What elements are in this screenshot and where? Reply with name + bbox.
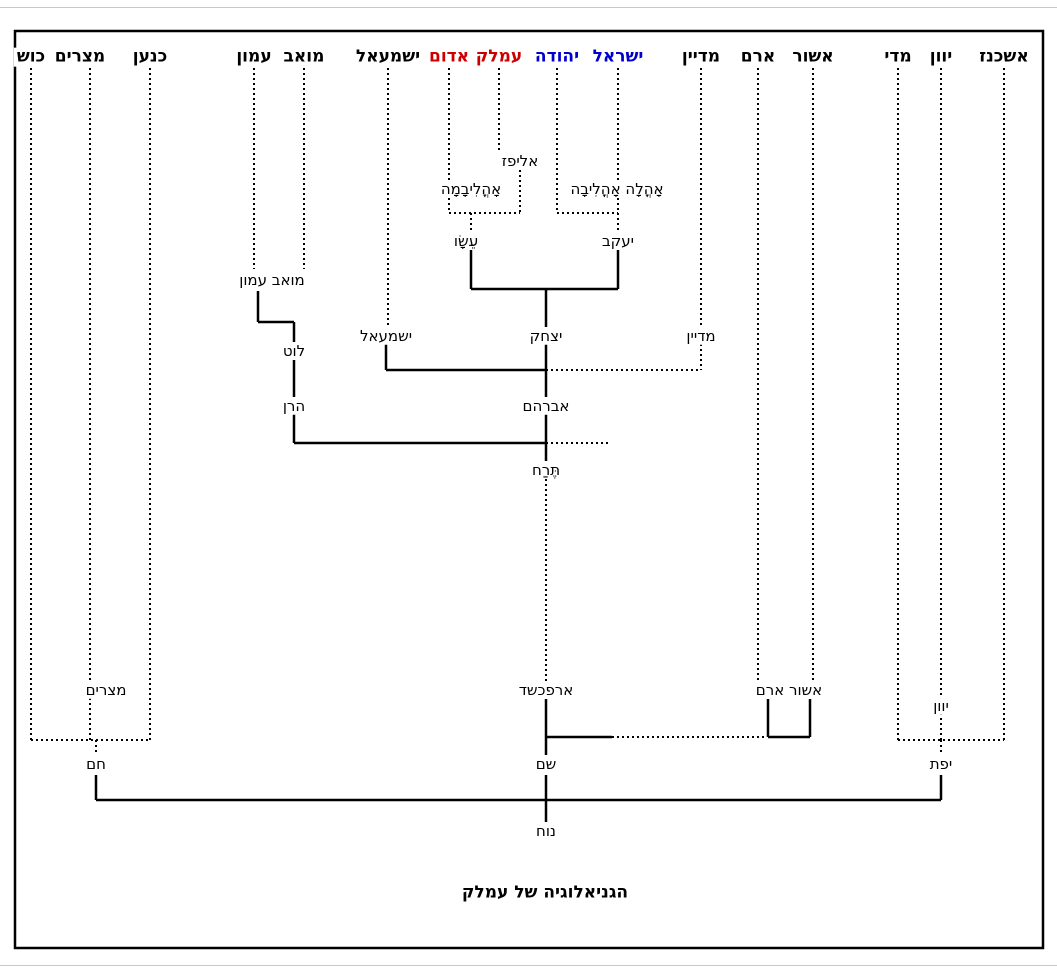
solid-lineage-lines	[94, 250, 943, 822]
node-label-ashur-aram: אשור ארם	[752, 682, 826, 699]
node-label-abraham: אברהם	[519, 398, 573, 415]
nation-label-ashkenaz: אשכנז	[976, 47, 1032, 67]
node-label-ham: חם	[83, 756, 109, 773]
node-label-yavan: יוון	[930, 698, 952, 715]
node-label-oholibamah: אָהֳלִיבָמָה	[437, 181, 505, 198]
nation-label-ishmael: ישמעאל	[352, 47, 424, 67]
node-label-terah: תֶּרַח	[528, 462, 564, 479]
page-top-rule	[0, 7, 1057, 8]
node-label-isaac: יצחק	[526, 328, 566, 345]
node-label-mitzrayim: מצרים	[82, 682, 130, 699]
page-bottom-rule	[0, 965, 1057, 966]
nation-label-moab: מואב	[280, 47, 328, 67]
node-label-noah: נוח	[533, 823, 559, 840]
nation-label-midian: מדיין	[678, 47, 724, 67]
nation-label-mitzrayim: מצרים	[51, 47, 109, 67]
nation-label-ashur: אשור	[789, 47, 837, 67]
nation-label-judah: יהודה	[531, 47, 583, 67]
nation-label-aram: ארם	[737, 47, 779, 67]
diagram-title: הגניאלוגיה של עמלק	[458, 883, 632, 903]
node-label-moab-ammon: מואב עמון	[236, 272, 308, 289]
nation-label-amalek: עמלק	[472, 47, 526, 67]
node-label-lot: לוט	[279, 343, 309, 360]
node-label-haran: הרן	[279, 398, 309, 415]
node-label-esau: עֵשָׂו	[450, 233, 482, 250]
dotted-lineage-lines	[30, 68, 1005, 754]
nation-label-ammon: עמון	[233, 47, 275, 67]
node-label-shem: שם	[532, 756, 560, 773]
nation-label-yavan: יוון	[926, 47, 956, 67]
nation-label-edom: אדום	[425, 47, 473, 67]
nation-label-canaan: כנען	[129, 47, 171, 67]
node-label-midian: מדיין	[683, 328, 719, 345]
node-label-arpachshad: ארפכשד	[515, 682, 577, 699]
node-label-ishmael: ישמעאל	[356, 328, 416, 345]
nation-label-madai: מדי	[881, 47, 915, 67]
node-label-elifaz: אליפז	[498, 153, 542, 170]
node-label-japheth: יפת	[926, 756, 956, 773]
nation-label-israel: ישראל	[589, 47, 647, 67]
node-label-jacob: יעקב	[598, 233, 638, 250]
diagram-frame	[13, 29, 1045, 950]
node-label-oholah-oholibah: אָהֳלָה אָהֳלִיבָה	[567, 181, 667, 198]
nation-label-kush: כוש	[13, 47, 49, 67]
